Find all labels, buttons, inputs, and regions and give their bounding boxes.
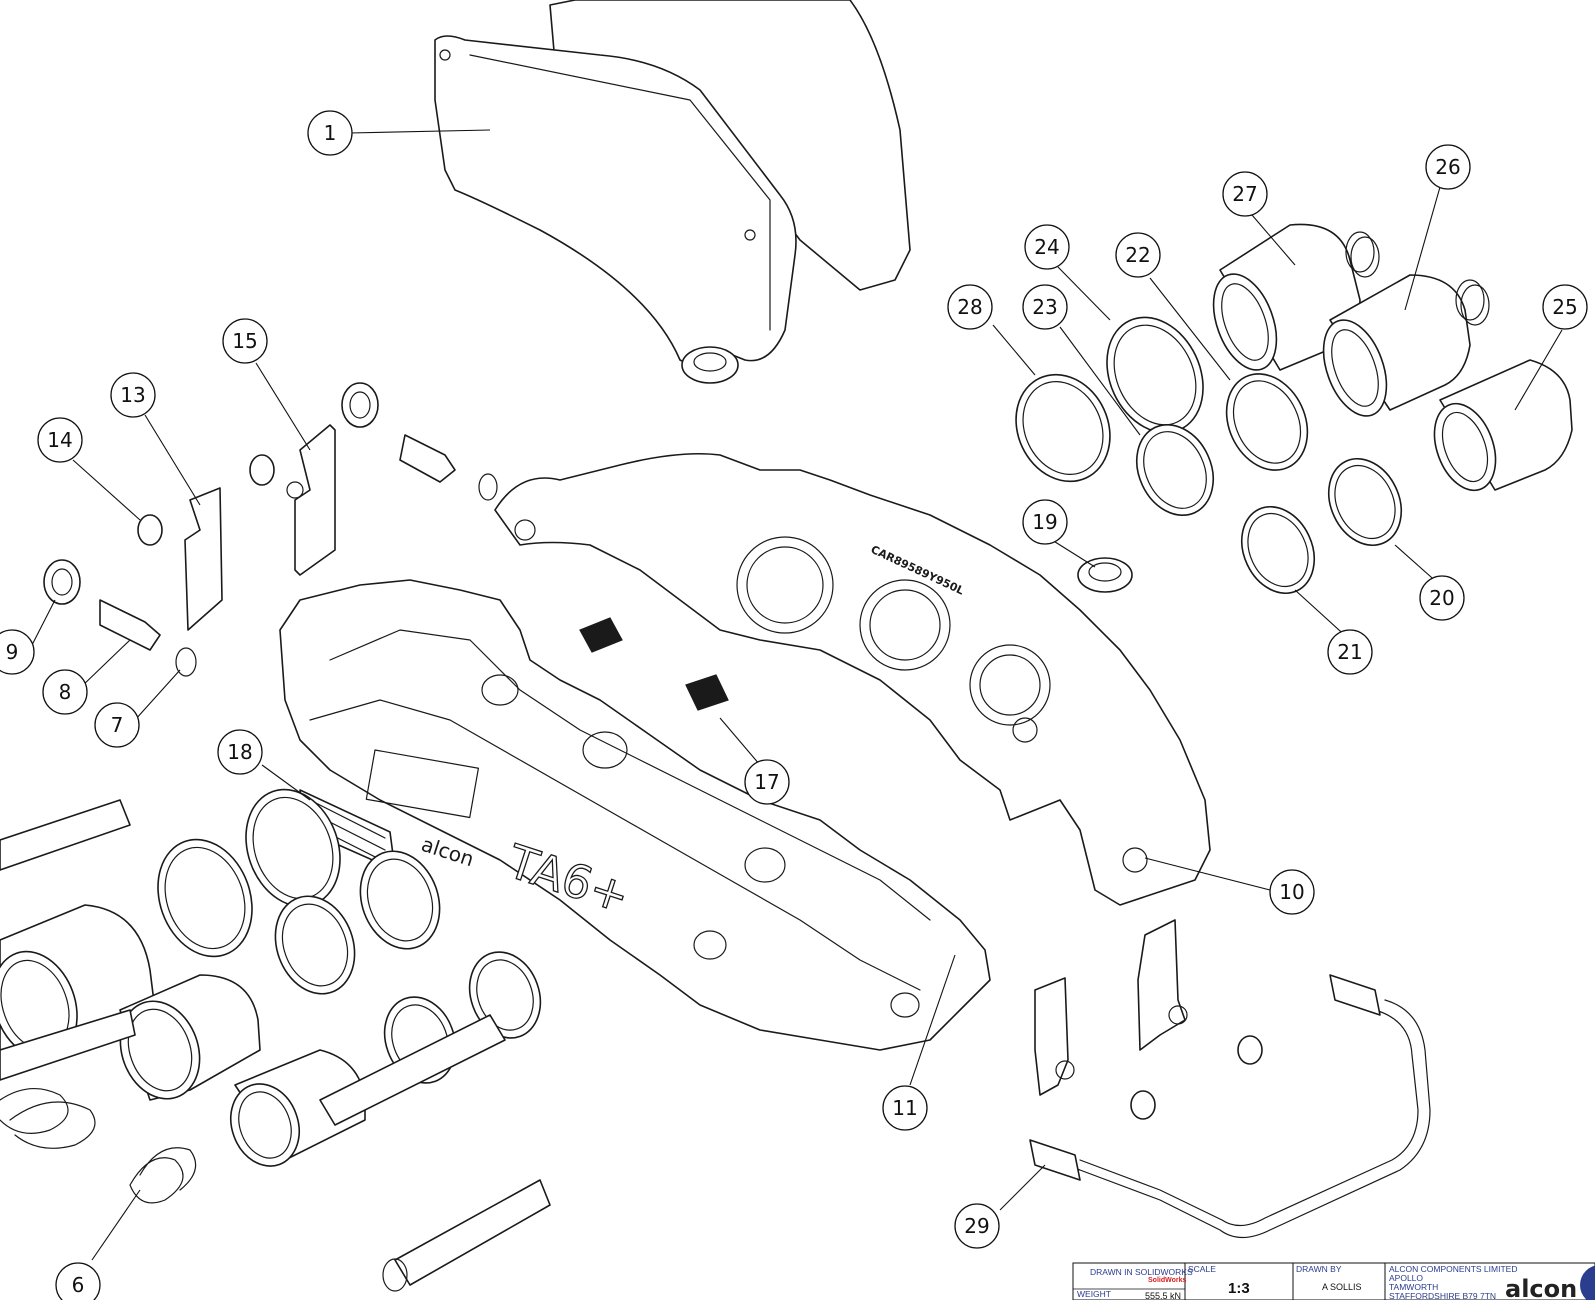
svg-text:20: 20 [1429, 586, 1454, 610]
pistons-left [0, 799, 551, 1292]
callout-6: 6 [55, 1262, 101, 1300]
callout-18: 18 [217, 729, 263, 775]
svg-text:21: 21 [1337, 640, 1362, 664]
svg-text:24: 24 [1034, 235, 1059, 259]
callout-25: 25 [1542, 284, 1588, 330]
svg-text:18: 18 [227, 740, 252, 764]
callout-22: 22 [1115, 232, 1161, 278]
svg-text:6: 6 [72, 1273, 85, 1297]
callout-9: 9 [0, 629, 35, 675]
callout-10: 10 [1269, 869, 1315, 915]
seals-right [1015, 316, 1403, 595]
callout-26: 26 [1425, 144, 1471, 190]
scale-label: SCALE [1188, 1264, 1216, 1274]
alcon-logo: alcon [1505, 1275, 1577, 1300]
company-name: ALCON COMPONENTS LIMITED [1389, 1264, 1517, 1274]
drawn-by-label: DRAWN BY [1296, 1264, 1342, 1274]
seals-left [157, 788, 542, 1084]
callout-28: 28 [947, 284, 993, 330]
address-line-1: APOLLO [1389, 1273, 1423, 1283]
drawn-by-value: A SOLLIS [1322, 1282, 1362, 1292]
svg-text:1: 1 [324, 121, 337, 145]
svg-text:13: 13 [120, 383, 145, 407]
svg-text:11: 11 [892, 1096, 917, 1120]
svg-text:7: 7 [111, 713, 124, 737]
svg-text:29: 29 [964, 1214, 989, 1238]
caliper-outer-half: CAR89589Y950L [494, 452, 1211, 906]
weight-label: WEIGHT [1077, 1289, 1111, 1299]
svg-text:26: 26 [1435, 155, 1460, 179]
callout-1: 1 [307, 110, 353, 156]
callout-14: 14 [37, 417, 83, 463]
callout-17: 17 [744, 759, 790, 805]
callout-23: 23 [1022, 284, 1068, 330]
title-block: DRAWN IN SOLIDWORKS SolidWorks WEIGHT 55… [1072, 1262, 1595, 1300]
callout-29: 29 [954, 1203, 1000, 1249]
svg-text:19: 19 [1032, 510, 1057, 534]
scale-value: 1:3 [1228, 1280, 1250, 1297]
callout-21: 21 [1327, 629, 1373, 675]
callout-8: 8 [42, 669, 88, 715]
pistons-right [1212, 223, 1573, 492]
springs-17 [579, 617, 729, 711]
svg-text:28: 28 [957, 295, 982, 319]
callout-13: 13 [110, 372, 156, 418]
drawn-in-label: DRAWN IN SOLIDWORKS [1090, 1267, 1193, 1277]
svg-text:17: 17 [754, 770, 779, 794]
svg-text:27: 27 [1232, 182, 1257, 206]
small-parts-left [43, 382, 498, 677]
svg-text:23: 23 [1032, 295, 1057, 319]
callout-24: 24 [1024, 224, 1070, 270]
weight-value: 555.5 kN [1145, 1291, 1181, 1300]
svg-text:14: 14 [47, 428, 72, 452]
svg-text:8: 8 [59, 680, 72, 704]
leader-lines [31, 129, 1563, 1261]
callout-balloons: 1 26 27 24 22 25 28 23 15 13 14 19 9 8 2… [0, 110, 1588, 1300]
svg-text:25: 25 [1552, 295, 1577, 319]
address-line-2: TAMWORTH [1389, 1282, 1438, 1292]
svg-text:9: 9 [6, 640, 19, 664]
callout-7: 7 [94, 702, 140, 748]
address-line-3: STAFFORDSHIRE B79 7TN [1389, 1291, 1496, 1300]
callout-15: 15 [222, 318, 268, 364]
brake-pads [434, 0, 911, 384]
solidworks-label: SolidWorks [1148, 1277, 1186, 1284]
svg-text:15: 15 [232, 329, 257, 353]
clips-and-pipe [1029, 919, 1431, 1239]
svg-text:22: 22 [1125, 243, 1150, 267]
svg-text:10: 10 [1279, 880, 1304, 904]
callout-27: 27 [1222, 171, 1268, 217]
callout-19: 19 [1022, 499, 1068, 545]
callout-11: 11 [882, 1085, 928, 1131]
callout-20: 20 [1419, 575, 1465, 621]
